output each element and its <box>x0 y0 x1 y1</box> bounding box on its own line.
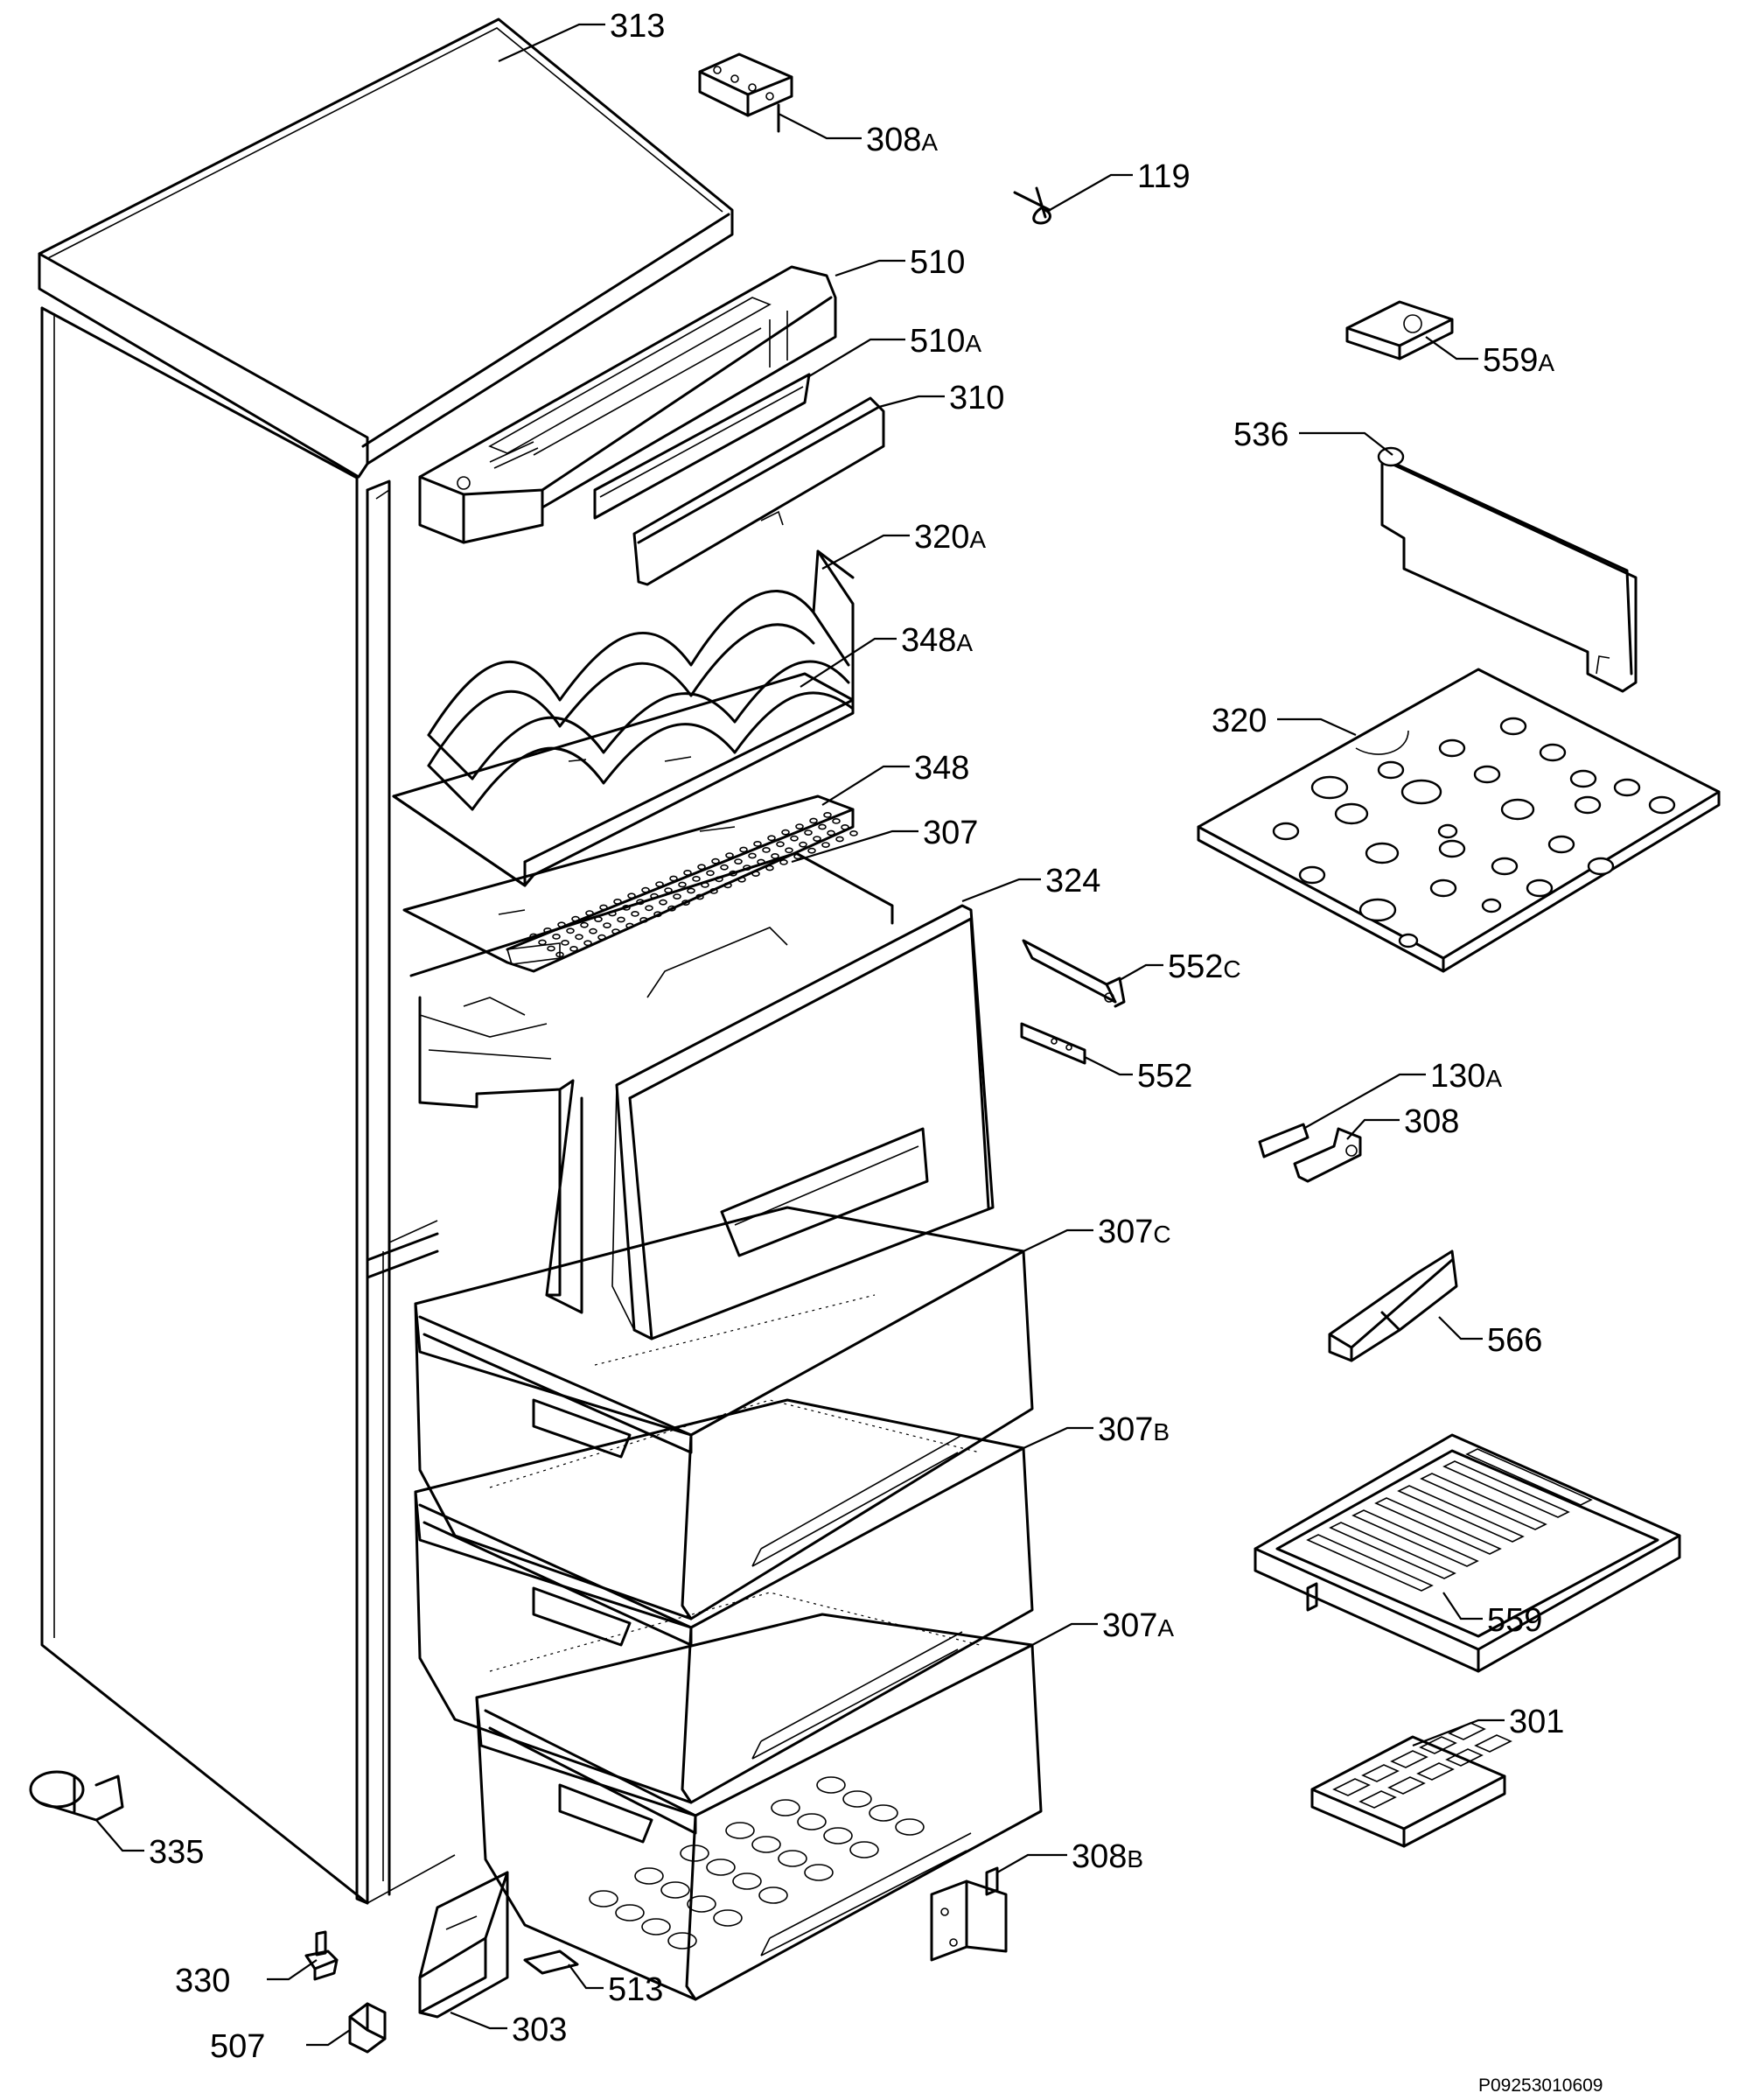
shelf-front-trim <box>632 396 885 586</box>
label-348a: 348A <box>901 622 973 659</box>
label-559: 559 <box>1487 1602 1542 1639</box>
ice-tray-cover <box>1197 668 1721 973</box>
label-552: 552 <box>1137 1058 1192 1095</box>
door-stop-hinge <box>29 1770 124 1822</box>
label-307: 307 <box>923 815 978 851</box>
label-324: 324 <box>1045 863 1100 900</box>
light-cover <box>593 373 811 520</box>
label-320a: 320A <box>914 519 986 556</box>
label-119: 119 <box>1137 158 1191 195</box>
divider-plate <box>1377 446 1638 693</box>
drawing-code: P09253010609 <box>1478 2076 1603 2096</box>
label-320: 320 <box>1212 703 1267 739</box>
plinth-clip <box>348 2002 387 2054</box>
shelf-support-clip <box>1020 1022 1086 1065</box>
crisper-drawer-middle <box>414 1398 1034 1804</box>
label-510a: 510A <box>910 323 981 360</box>
hinge-bracket <box>1258 1123 1362 1183</box>
label-308: 308 <box>1404 1103 1459 1140</box>
label-310: 310 <box>949 380 1004 416</box>
part-labels: 313 308A 119 510 510A 559A 310 536 320A … <box>149 8 1603 2096</box>
label-348: 348 <box>914 750 969 787</box>
label-307b: 307B <box>1098 1411 1170 1448</box>
shelf-support-rail <box>1022 939 1126 1008</box>
crisper-drawer-bottom <box>475 1613 1043 2001</box>
ice-scraper <box>1328 1250 1458 1362</box>
door-pin <box>1013 186 1051 225</box>
label-308b: 308B <box>1072 1838 1143 1875</box>
crisper-drawer-top <box>414 1206 1034 1620</box>
label-335: 335 <box>149 1834 204 1871</box>
leveling-foot <box>304 1930 339 1981</box>
freezer-drawer <box>409 851 894 1314</box>
label-559a: 559A <box>1483 342 1554 379</box>
label-130a: 130A <box>1430 1058 1502 1095</box>
label-307a: 307A <box>1102 1607 1174 1644</box>
thermostat-knob-cover <box>1345 300 1454 360</box>
label-330: 330 <box>175 1963 230 1999</box>
drawer-front-flap <box>611 904 995 1340</box>
label-308a: 308A <box>866 122 938 158</box>
drain-tube <box>523 1950 579 1975</box>
perforated-shelf <box>402 794 858 973</box>
ice-cube-tray-small <box>1310 1722 1512 1848</box>
glass-shelf <box>392 672 855 887</box>
lower-hinge <box>930 1866 1008 1962</box>
label-536: 536 <box>1233 416 1289 453</box>
label-307c: 307C <box>1098 1214 1171 1250</box>
label-552c: 552C <box>1168 948 1241 985</box>
upper-hinge <box>698 52 793 133</box>
wine-rack <box>427 550 855 811</box>
plinth-cover <box>418 1871 509 2019</box>
ice-cube-tray-large <box>1254 1433 1681 1673</box>
label-301: 301 <box>1509 1704 1564 1740</box>
control-panel <box>418 265 837 544</box>
cabinet-body <box>38 18 734 1905</box>
label-303: 303 <box>512 2012 567 2048</box>
label-313: 313 <box>610 8 665 45</box>
label-507: 507 <box>210 2028 265 2065</box>
label-566: 566 <box>1487 1322 1542 1359</box>
label-513: 513 <box>608 1971 663 2008</box>
label-510: 510 <box>910 244 965 281</box>
leader-lines <box>95 23 1505 2047</box>
